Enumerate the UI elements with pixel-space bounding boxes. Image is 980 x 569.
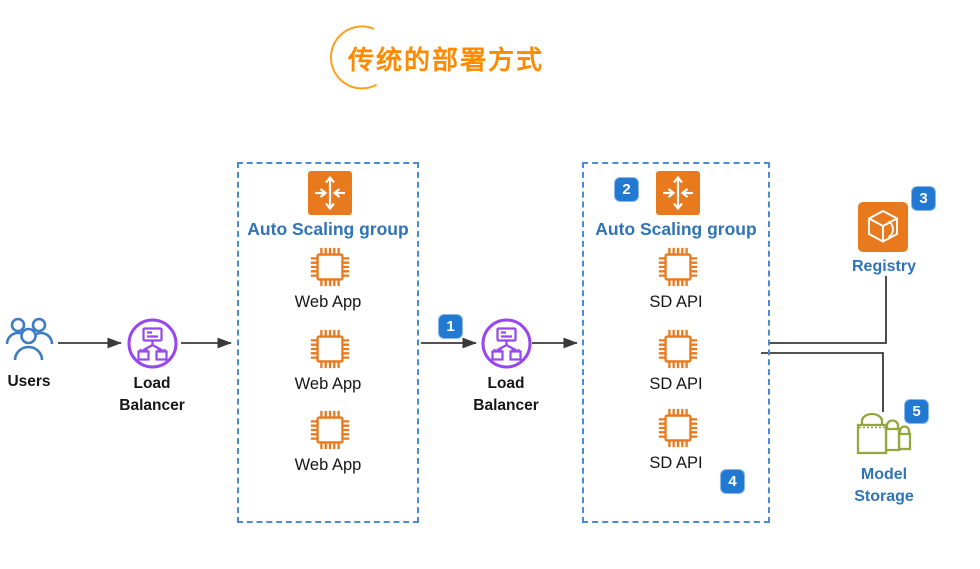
step-badge-5: 5 <box>904 399 929 424</box>
chip-icon <box>658 329 698 369</box>
chip-icon <box>310 247 350 287</box>
load-balancer-2-label: Load Balancer <box>473 375 539 414</box>
asg-web-title: Auto Scaling group <box>247 219 409 239</box>
load-balancer-icon <box>127 318 178 369</box>
load-balancer-1-label: Load Balancer <box>119 375 185 414</box>
users-icon <box>5 317 54 361</box>
auto-scaling-icon <box>308 171 352 215</box>
registry-label: Registry <box>851 258 917 275</box>
container-registry-icon <box>858 202 908 252</box>
chip-icon <box>310 410 350 450</box>
step-badge-4: 4 <box>720 469 745 494</box>
wire-asg-sd-to-registry <box>770 276 887 344</box>
asg-web-group-box: Auto Scaling group Web App Web App <box>237 162 419 523</box>
web-app-label: Web App <box>294 375 362 393</box>
web-app-label: Web App <box>294 293 362 311</box>
chip-icon <box>658 247 698 287</box>
users-label: Users <box>7 373 51 390</box>
page-title: 传统的部署方式 <box>348 45 545 75</box>
chip-icon <box>658 408 698 448</box>
step-badge-3: 3 <box>911 186 936 211</box>
storage-buckets-icon <box>856 412 912 455</box>
wire-asg-sd-to-storage <box>761 352 884 412</box>
asg-sd-title: Auto Scaling group <box>595 219 757 239</box>
model-storage-label: Model Storage <box>854 466 914 505</box>
web-app-label: Web App <box>294 456 362 474</box>
step-badge-1: 1 <box>438 314 463 339</box>
sd-api-label: SD API <box>649 293 703 311</box>
sd-api-label: SD API <box>649 375 703 393</box>
asg-sd-group-box: 2 Auto Scaling group SD API <box>582 162 770 523</box>
load-balancer-icon <box>481 318 532 369</box>
step-badge-2: 2 <box>614 177 639 202</box>
auto-scaling-icon <box>656 171 700 215</box>
chip-icon <box>310 329 350 369</box>
sd-api-label: SD API <box>649 454 703 472</box>
title-circle-decoration <box>329 25 377 90</box>
